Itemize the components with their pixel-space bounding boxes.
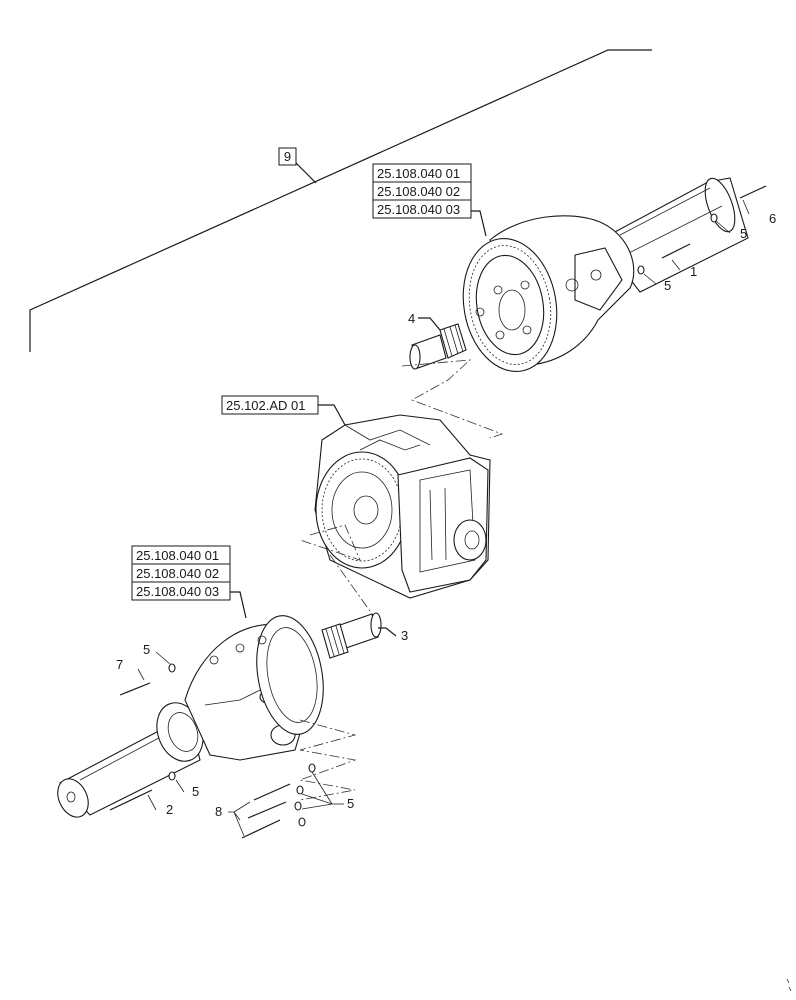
bolt-group-8 <box>228 783 291 839</box>
bolt-7 <box>119 668 151 696</box>
washer-group-5 <box>294 763 344 827</box>
alignment-line-upper <box>401 359 504 439</box>
alignment-line-bottom <box>298 719 357 801</box>
washer-5-lower <box>168 771 185 793</box>
pinion-shaft-4 <box>409 317 467 370</box>
alignment-line-middle <box>299 524 361 561</box>
callout-2: 2 <box>166 802 173 817</box>
callout-4: 4 <box>408 311 415 326</box>
callout-5-d: 5 <box>192 784 199 799</box>
washer-5-lower-left <box>155 651 176 673</box>
svg-text:25.102.AD 01: 25.102.AD 01 <box>226 398 306 413</box>
washer-5-upper-right <box>710 213 731 234</box>
callout-9: 9 <box>278 147 297 166</box>
lower-ref-line-2: 25.108.040 02 <box>136 566 219 581</box>
svg-text:9: 9 <box>284 149 291 164</box>
bolt-2 <box>109 789 157 811</box>
upper-housing-reference: 25.108.040 01 25.108.040 02 25.108.040 0… <box>372 163 487 237</box>
washer-5-upper-mid <box>637 265 657 285</box>
lower-housing-reference: 25.108.040 01 25.108.040 02 25.108.040 0… <box>131 545 247 619</box>
assembly-bracket <box>29 49 652 352</box>
upper-ref-line-2: 25.108.040 02 <box>377 184 460 199</box>
callout-6: 6 <box>769 211 776 226</box>
lower-axle-housing <box>57 615 324 818</box>
callout-5-a: 5 <box>740 226 747 241</box>
bolt-6 <box>739 185 767 215</box>
callout-5-b: 5 <box>664 278 671 293</box>
differential-reference: 25.102.AD 01 <box>221 395 346 426</box>
bolt-1 <box>661 243 691 271</box>
corner-mark <box>786 978 792 992</box>
callout-5-e: 5 <box>347 796 354 811</box>
pinion-shaft-3 <box>321 612 397 659</box>
lower-ref-line-1: 25.108.040 01 <box>136 548 219 563</box>
callout-3: 3 <box>401 628 408 643</box>
upper-ref-line-3: 25.108.040 03 <box>377 202 460 217</box>
differential-housing <box>314 414 491 599</box>
upper-ref-line-1: 25.108.040 01 <box>377 166 460 181</box>
callout-5-c: 5 <box>143 642 150 657</box>
callout-8: 8 <box>215 804 222 819</box>
callout-1: 1 <box>690 264 697 279</box>
upper-axle-housing <box>462 177 749 373</box>
callout-7: 7 <box>116 657 123 672</box>
lower-ref-line-3: 25.108.040 03 <box>136 584 219 599</box>
